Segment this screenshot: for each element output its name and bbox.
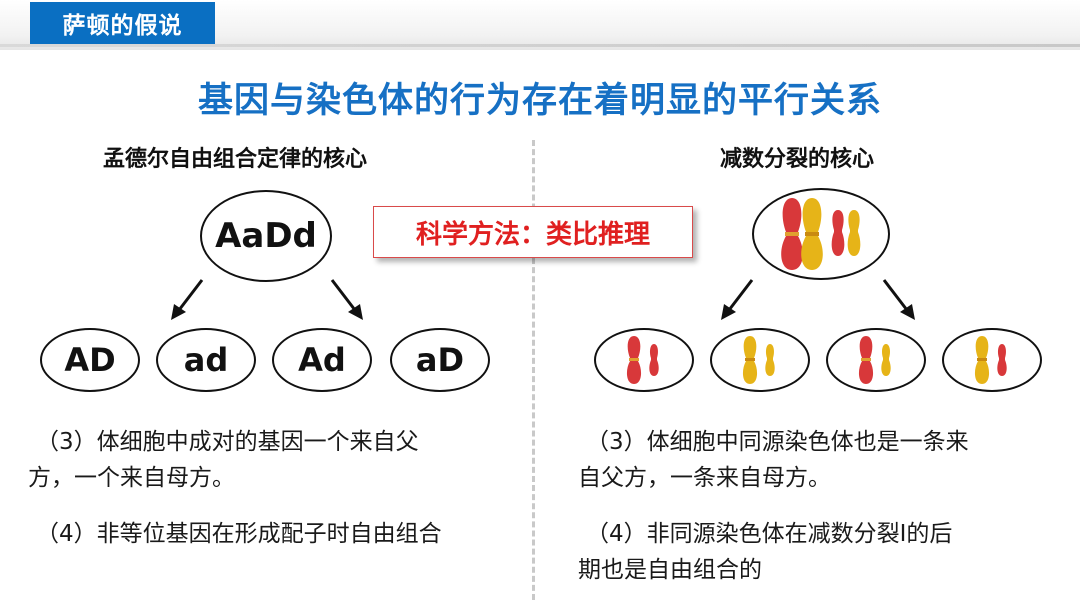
right-point-3: （3）体细胞中同源染色体也是一条来 自父方，一条来自母方。 [586,424,1066,496]
daughter-cell-ellipse-4 [942,328,1042,392]
parent-cell-ellipse [752,188,890,280]
gamete-label: aD [416,341,464,379]
left-point-4: （4）非等位基因在形成配子时自由组合 [36,516,526,552]
left-point-3-line-2: 方，一个来自母方。 [28,460,516,496]
chromosome-pair-icon [962,334,1022,386]
left-heading: 孟德尔自由组合定律的核心 [103,141,367,173]
right-point-4-line-2: 期也是自由组合的 [578,552,1066,588]
method-label: 科学方法：类比推理 [416,214,650,251]
left-arrow-down-left [168,276,208,322]
right-point-3-line-2: 自父方，一条来自母方。 [578,460,1066,496]
gamete-ellipse-Ad: Ad [272,328,372,392]
genotype-label: AaDd [215,216,317,256]
chromosome-pair-icon [614,334,674,386]
gamete-ellipse-ad-lower: ad [156,328,256,392]
right-heading: 减数分裂的核心 [720,141,874,173]
gamete-label: Ad [298,341,346,379]
left-point-3: （3）体细胞中成对的基因一个来自父 方，一个来自母方。 [36,424,516,496]
chromosome-yellow-large [801,198,823,270]
genotype-ellipse: AaDd [200,190,332,282]
gamete-label: ad [184,341,229,379]
slide-title: 基因与染色体的行为存在着明显的平行关系 [0,72,1080,123]
method-callout: 科学方法：类比推理 [373,206,693,258]
gamete-ellipse-aD: aD [390,328,490,392]
right-point-3-line-1: （3）体细胞中同源染色体也是一条来 [586,424,1066,460]
daughter-cell-ellipse-2 [710,328,810,392]
chromosome-set-icon [766,194,876,274]
right-arrow-down-left [718,276,758,322]
left-point-3-line-1: （3）体细胞中成对的基因一个来自父 [36,424,516,460]
daughter-cell-ellipse-1 [594,328,694,392]
chromosome-red-large [781,198,803,270]
chromosome-red-small [832,210,845,256]
chromosome-pair-icon [846,334,906,386]
left-arrow-down-right [326,276,366,322]
gamete-label: AD [64,341,115,379]
right-point-4: （4）非同源染色体在减数分裂Ⅰ的后 期也是自由组合的 [586,516,1066,588]
top-rule [0,44,1080,47]
section-tab: 萨顿的假说 [30,2,215,44]
daughter-cell-ellipse-3 [826,328,926,392]
chromosome-pair-icon [730,334,790,386]
right-point-4-line-1: （4）非同源染色体在减数分裂Ⅰ的后 [586,516,1066,552]
gamete-ellipse-ad-upper: AD [40,328,140,392]
right-arrow-down-right [878,276,918,322]
chromosome-yellow-small [848,210,861,256]
